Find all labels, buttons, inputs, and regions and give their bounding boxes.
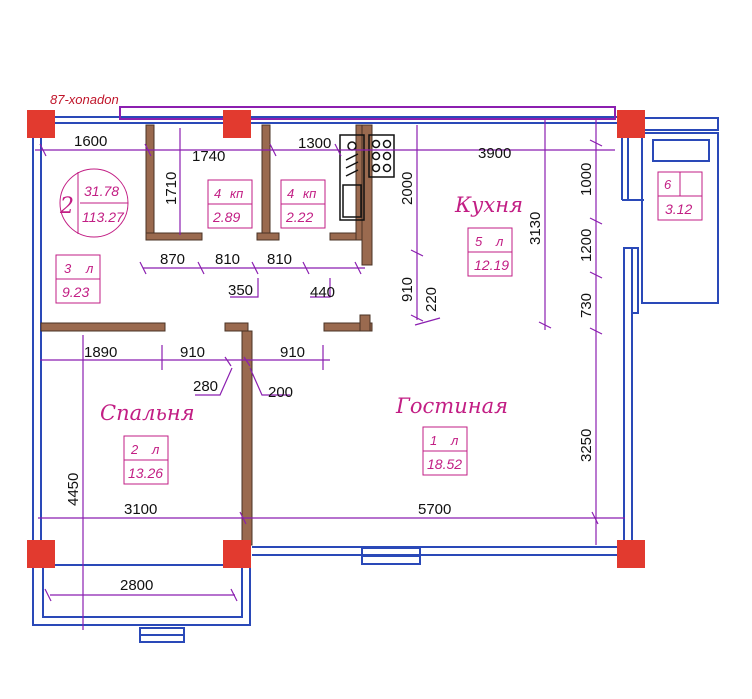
dim-440: 440 [310,284,335,301]
room-3-area: 9.23 [62,284,89,300]
dim-1890: 1890 [84,344,117,361]
room-balcony-area: 3.12 [665,201,692,217]
room-bedroom-num: 2 [130,442,139,457]
dim-3900: 3900 [478,145,511,162]
summary-index: 2 [59,194,74,219]
room-living-name: Гостиная [395,394,508,418]
room-bath1-suffix: кп [230,186,243,201]
room-bath2-suffix: кп [303,186,316,201]
dimension-lines [35,118,625,630]
room-bath1-num: 4 [214,186,221,201]
dim-1600: 1600 [74,133,107,150]
room-living-num: 1 [430,433,437,448]
dim-2800: 2800 [120,577,153,594]
room-kitchen-num: 5 [475,234,483,249]
dim-2000: 2000 [399,172,416,205]
room-bedroom-name: Спальня [100,401,195,425]
dim-200: 200 [268,384,293,401]
dim-730: 730 [578,293,595,318]
dim-1710: 1710 [163,172,180,205]
walls [32,116,719,643]
apartment-title: 87-xonadon [50,92,119,107]
room-3-num: 3 [64,261,72,276]
room-living-area: 18.52 [427,456,462,472]
room-bedroom-suffix: л [151,442,160,457]
top-band [119,106,616,120]
room-3-suffix: л [85,261,94,276]
room-living-suffix: л [450,433,459,448]
dim-1740: 1740 [192,148,225,165]
room-kitchen-name: Кухня [454,193,523,217]
dim-910-b: 910 [280,344,305,361]
dim-1300: 1300 [298,135,331,152]
dim-350: 350 [228,282,253,299]
dim-870: 870 [160,251,185,268]
kitchen-fixtures [339,134,395,221]
dim-4450: 4450 [65,473,82,506]
dim-280: 280 [193,378,218,395]
summary-living-area: 31.78 [84,183,119,199]
partitions [40,124,373,546]
dim-3130: 3130 [527,212,544,245]
dim-810-a: 810 [215,251,240,268]
room-bath2-num: 4 [287,186,294,201]
dim-1000: 1000 [578,163,595,196]
dim-3100: 3100 [124,501,157,518]
columns [27,110,645,568]
room-balcony-num: 6 [664,177,672,192]
dim-910-vert: 910 [399,277,416,302]
room-bath2-area: 2.22 [285,209,313,225]
room-bath1-area: 2.89 [212,209,240,225]
dim-3250: 3250 [578,429,595,462]
dim-220: 220 [423,287,440,312]
room-bedroom-area: 13.26 [128,465,163,481]
summary-total-area: 113.27 [82,209,125,225]
dim-910-a: 910 [180,344,205,361]
room-kitchen-area: 12.19 [474,257,509,273]
room-tag-frames [55,168,703,485]
dim-810-b: 810 [267,251,292,268]
dim-5700: 5700 [418,501,451,518]
dim-1200: 1200 [578,229,595,262]
room-kitchen-suffix: л [495,234,504,249]
